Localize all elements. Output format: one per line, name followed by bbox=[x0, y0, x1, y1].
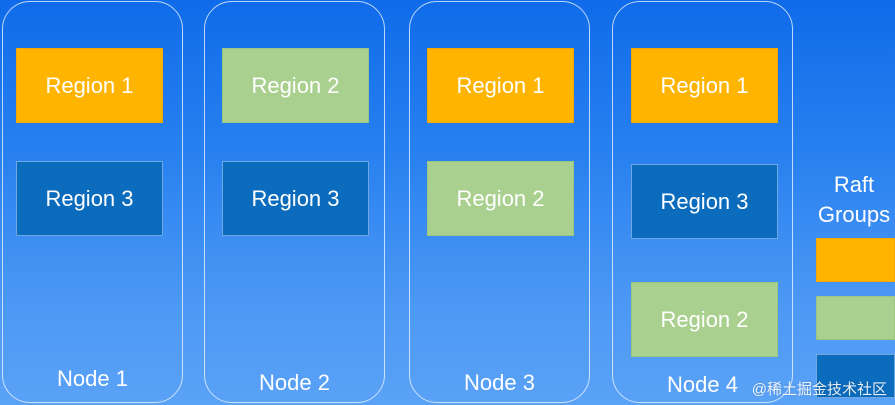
region-label: Region 2 bbox=[660, 306, 749, 332]
region-block: Region 3 bbox=[222, 161, 369, 236]
node-1: Region 1 Region 3 Node 1 bbox=[2, 1, 183, 403]
legend-title: Raft Groups bbox=[817, 172, 891, 227]
region-label: Region 1 bbox=[456, 72, 545, 98]
region-block: Region 1 bbox=[16, 48, 163, 123]
region-label: Region 1 bbox=[660, 72, 749, 98]
region-label: Region 3 bbox=[660, 188, 749, 214]
region-label: Region 1 bbox=[45, 72, 134, 98]
region-block: Region 2 bbox=[427, 161, 574, 236]
legend-swatch-raft-group-2 bbox=[816, 296, 895, 340]
node-label: Node 4 bbox=[667, 372, 738, 397]
region-block: Region 2 bbox=[222, 48, 369, 123]
node-label: Node 3 bbox=[464, 370, 535, 395]
watermark: @稀土掘金技术社区 bbox=[751, 381, 887, 398]
node-2: Region 2 Region 3 Node 2 bbox=[204, 1, 385, 403]
region-block: Region 2 bbox=[631, 282, 778, 357]
region-label: Region 2 bbox=[251, 72, 340, 98]
node-label: Node 1 bbox=[57, 366, 128, 391]
region-label: Region 3 bbox=[251, 185, 340, 211]
region-block: Region 1 bbox=[427, 48, 574, 123]
legend-swatch-raft-group-1 bbox=[816, 238, 895, 282]
node-3: Region 1 Region 2 Node 3 bbox=[409, 1, 590, 403]
region-block: Region 3 bbox=[16, 161, 163, 236]
region-label: Region 2 bbox=[456, 185, 545, 211]
node-label: Node 2 bbox=[259, 370, 330, 395]
node-4: Region 1 Region 3 Region 2 Node 4 bbox=[612, 1, 793, 403]
region-block: Region 1 bbox=[631, 48, 778, 123]
region-label: Region 3 bbox=[45, 185, 134, 211]
legend-swatch-raft-group-3 bbox=[816, 354, 895, 398]
region-block: Region 3 bbox=[631, 164, 778, 239]
